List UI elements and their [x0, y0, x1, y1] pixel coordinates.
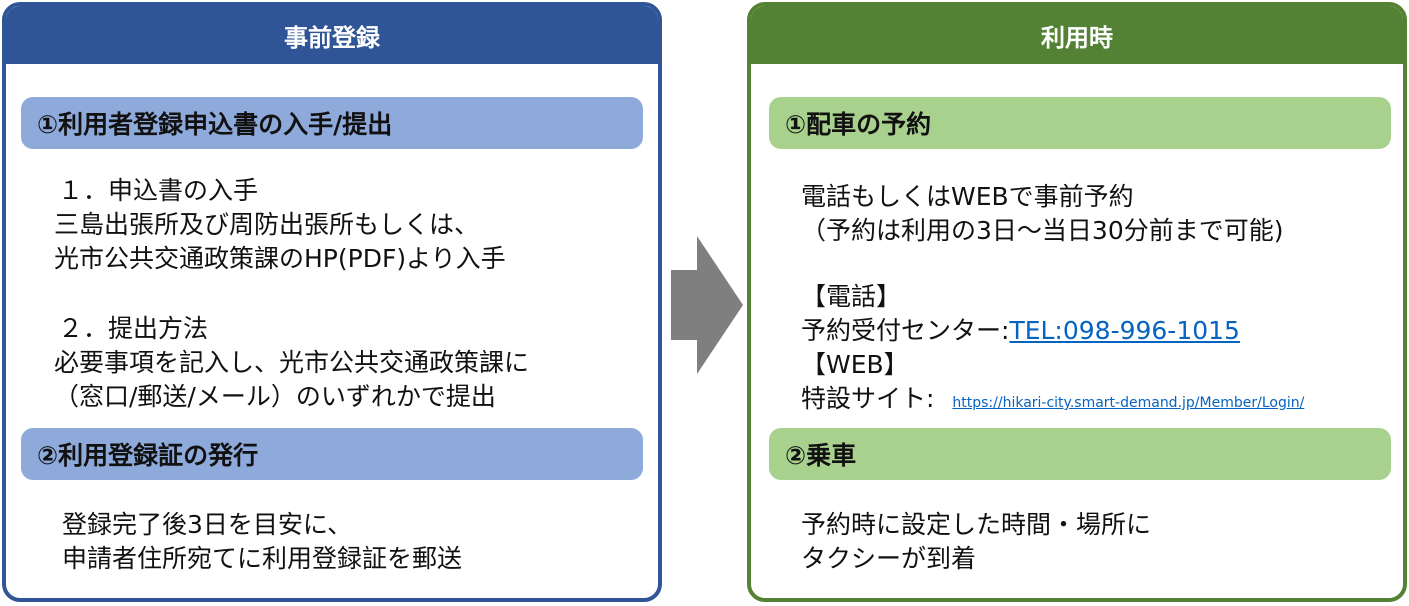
usage-step1-line1: 電話もしくはWEBで事前予約 [801, 182, 1134, 211]
usage-phone-label: 予約受付センター: [801, 316, 1010, 345]
usage-step1-title: ①配車の予約 [769, 97, 1391, 149]
registration-step1-title: ①利用者登録申込書の入手/提出 [21, 97, 643, 149]
usage-web-row: 特設サイト: https://hikari-city.smart-demand.… [801, 382, 1304, 420]
registration-panel: 事前登録 ①利用者登録申込書の入手/提出 １．申込書の入手 三島出張所及び周防出… [2, 2, 662, 602]
flow-arrow-icon [671, 236, 743, 374]
registration-sub1-line1: 三島出張所及び周防出張所もしくは、 [54, 210, 480, 239]
usage-phone-heading: 【電話】 [801, 282, 902, 311]
registration-step2-line1: 登録完了後3日を目安に、 [62, 510, 353, 539]
registration-step2-title: ②利用登録証の発行 [21, 428, 643, 480]
usage-web-label: 特設サイト: [801, 384, 935, 413]
registration-header: 事前登録 [6, 6, 658, 64]
usage-phone-row: 予約受付センター:TEL:098-996-1015 [801, 314, 1240, 348]
registration-step2-line2: 申請者住所宛てに利用登録証を郵送 [62, 544, 463, 573]
usage-step2-line2: タクシーが到着 [801, 544, 977, 573]
registration-sub2-line2: （窓口/郵送/メール）のいずれかで提出 [54, 382, 496, 411]
usage-panel: 利用時 ①配車の予約 電話もしくはWEBで事前予約 （予約は利用の3日～当日30… [747, 2, 1407, 602]
registration-sub2-line1: 必要事項を記入し、光市公共交通政策課に [54, 348, 530, 377]
registration-sub1-line2: 光市公共交通政策課のHP(PDF)より入手 [54, 244, 506, 273]
usage-header: 利用時 [751, 6, 1403, 64]
phone-link[interactable]: TEL:098-996-1015 [1009, 316, 1240, 345]
usage-step1-line2: （予約は利用の3日～当日30分前まで可能) [801, 216, 1284, 245]
usage-step2-line1: 予約時に設定した時間・場所に [801, 510, 1152, 539]
registration-sub2-heading: ２．提出方法 [58, 314, 209, 343]
registration-sub1-heading: １．申込書の入手 [58, 176, 259, 205]
web-link[interactable]: https://hikari-city.smart-demand.jp/Memb… [952, 395, 1305, 411]
usage-web-heading: 【WEB】 [801, 350, 909, 379]
usage-step2-title: ②乗車 [769, 428, 1391, 480]
